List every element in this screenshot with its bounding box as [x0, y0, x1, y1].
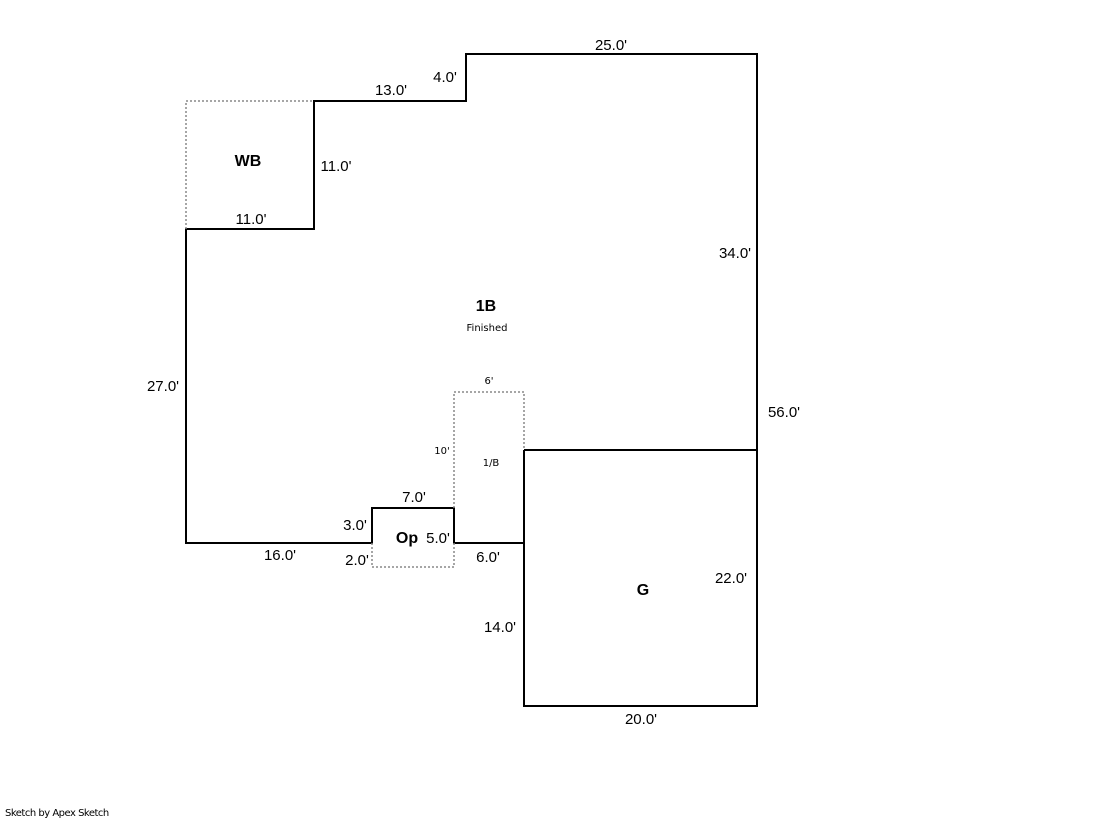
dim-op-left: 3.0'	[343, 517, 367, 534]
sketch-credit: Sketch by Apex Sketch	[5, 808, 109, 819]
dim-right-total: 56.0'	[768, 404, 800, 421]
dim-op-top: 7.0'	[402, 489, 426, 506]
main-outline	[185, 53, 758, 707]
dim-step-small: 4.0'	[433, 69, 457, 86]
dim-hb-side: 10'	[434, 446, 449, 457]
dim-step-top: 13.0'	[375, 82, 407, 99]
dim-top: 25.0'	[595, 37, 627, 54]
dim-between: 6.0'	[476, 549, 500, 566]
dim-hb-top: 6'	[484, 376, 493, 387]
area-label-op: Op	[396, 530, 418, 547]
dim-right-upper: 34.0'	[719, 245, 751, 262]
area-label-g: G	[637, 582, 649, 599]
dim-garage-right: 22.0'	[715, 570, 747, 587]
dim-bottom-left: 16.0'	[264, 547, 296, 564]
op-outline	[371, 543, 455, 568]
area-label-wb: WB	[235, 153, 262, 170]
dim-wb-side: 11.0'	[321, 158, 352, 175]
dim-op-bottom: 2.0'	[345, 552, 369, 569]
area-sublabel-finished: Finished	[467, 323, 508, 334]
dim-wb-bottom: 11.0'	[236, 211, 267, 228]
dim-op-right: 5.0'	[426, 530, 450, 547]
area-label-1b: 1B	[476, 298, 496, 315]
half-bath-outline	[453, 391, 525, 508]
wb-outline	[185, 100, 314, 229]
dim-left: 27.0'	[147, 378, 179, 395]
area-label-half-bath: 1/B	[483, 458, 500, 469]
dim-garage-bottom: 20.0'	[625, 711, 657, 728]
dim-garage-left: 14.0'	[484, 619, 516, 636]
